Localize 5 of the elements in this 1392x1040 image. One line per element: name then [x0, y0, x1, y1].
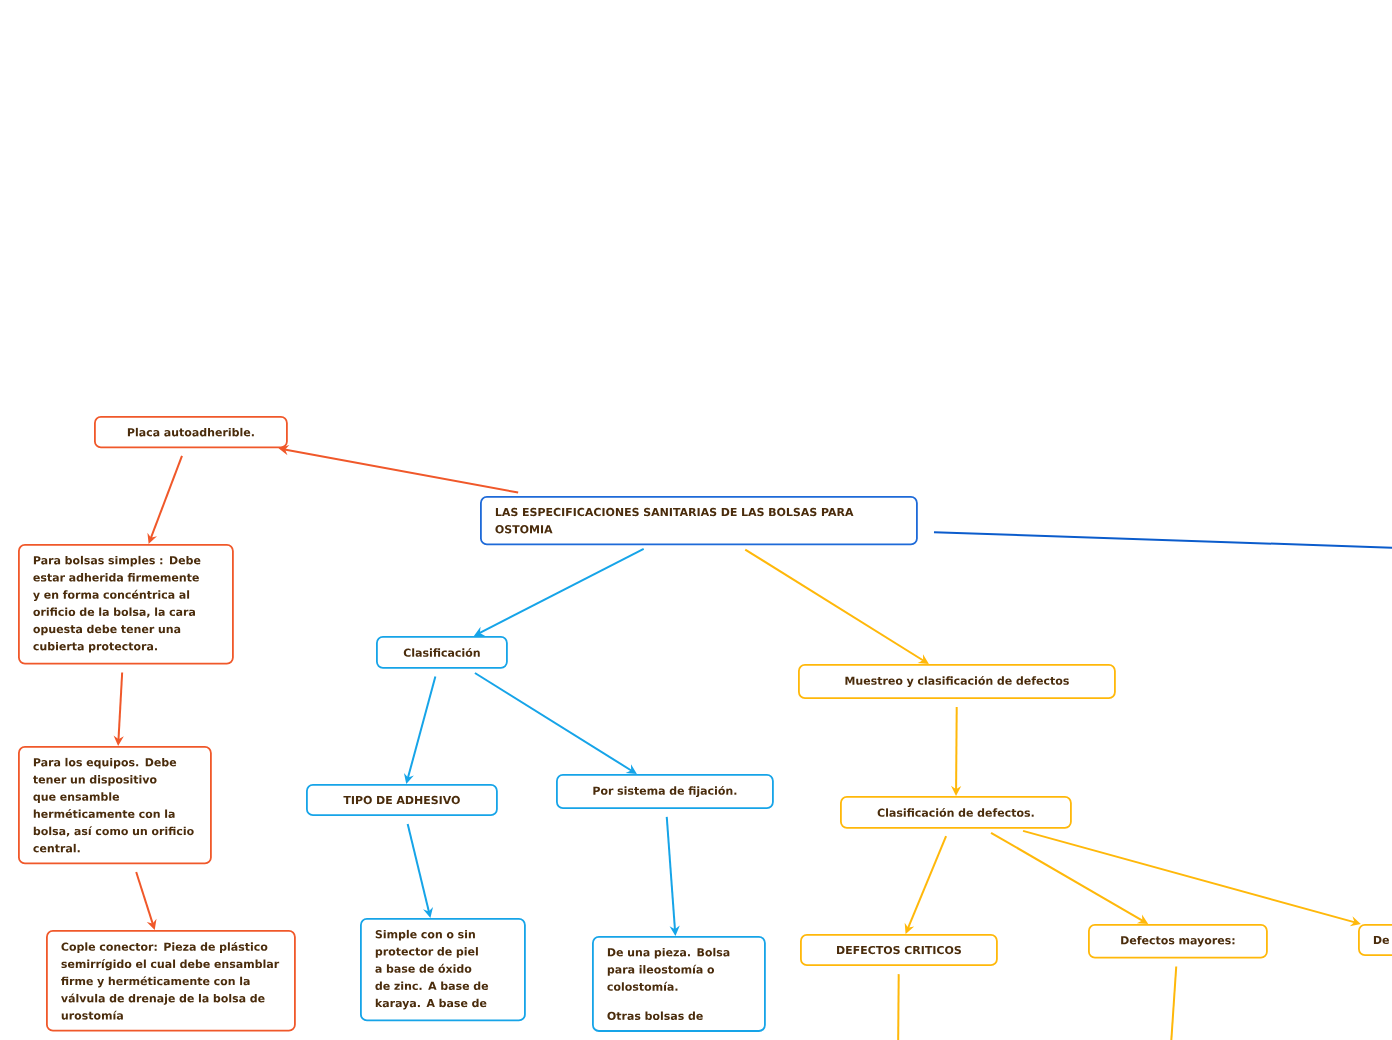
arrow: [135, 870, 157, 930]
arrow: [904, 835, 948, 934]
arrow: [744, 548, 929, 664]
arrow: [473, 672, 637, 774]
arrow: [147, 454, 183, 544]
